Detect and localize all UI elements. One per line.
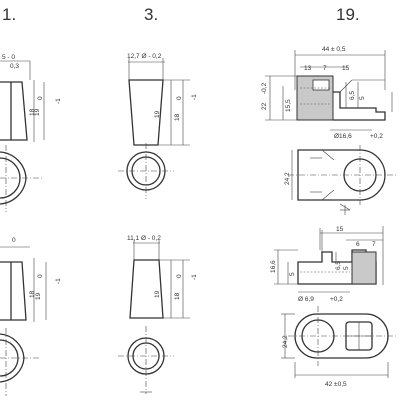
fig3-bottom-tol-lower: -1 [191, 274, 198, 280]
figure-number-1: 1. [2, 5, 16, 24]
fig1-top-height-outer: 18 [29, 108, 36, 116]
fig19-lower-bore-tol: +0,2 [330, 296, 343, 303]
figure-19-separator-mark [340, 205, 350, 215]
fig19-upper-plan-height: 24,2 [284, 172, 291, 185]
fig19-lower-seg-c: 7 [372, 241, 376, 248]
fig19-lower-bore: Ø 6,9 [298, 296, 314, 303]
fig19-upper-bore: Ø16,6 [334, 133, 352, 140]
figure-3-bottom-side-view: 11,1 Ø - 0,2 19 18 0 -1 [127, 235, 198, 319]
fig19-lower-small-a: 6,5 [335, 261, 342, 270]
fig19-lower-seg-a: 15 [336, 226, 344, 233]
fig19-upper-seg-c: 15 [342, 65, 350, 72]
fig19-upper-seg-a: 13 [304, 65, 312, 72]
fig19-upper-small-b: 5 [359, 96, 366, 100]
figure-1-bottom-side-view: 0 19 18 0 -1 [0, 237, 62, 322]
fig3-bottom-height-outer: 18 [174, 292, 181, 300]
fig19-lower-height-inner: 5 [289, 272, 296, 276]
fig19-upper-small-a: 6,5 [349, 91, 356, 100]
fig19-upper-bore-tol: +0,2 [370, 133, 383, 140]
fig3-top-dim: 12,7 Ø - 0,2 [127, 53, 162, 60]
fig1-bottom-height-inner: 19 [35, 292, 42, 300]
figure-3-top-plan-view [118, 143, 174, 199]
fig19-upper-seg-b: 7 [323, 65, 327, 72]
fig1-top-tol-lower: -1 [55, 98, 62, 104]
fig19-lower-small-b: 5 [343, 266, 350, 270]
fig3-top-height-inner: 19 [154, 110, 161, 118]
figure-1-bottom-plan-view [0, 328, 40, 396]
fig3-bottom-top-dim: 11,1 Ø - 0,2 [127, 235, 161, 242]
figure-19-upper-side-view: 44 ± 0,5 13 7 15 22 -0,2 15,5 6,5 5 Ø16,… [261, 46, 393, 140]
fig1-bottom-tol-lower: -1 [55, 278, 62, 284]
figure-1-top-plan-view [0, 145, 44, 212]
fig1-top-dim: 5 - 0 [2, 54, 15, 61]
fig1-top-tol-upper: 0 [37, 96, 44, 100]
figure-number-3: 3. [144, 5, 158, 24]
fig1-bottom-height-outer: 18 [29, 290, 36, 298]
fig1-top-dim-tol: 0,3 [10, 63, 19, 70]
figure-19-upper-plan-view: 24,2 [284, 145, 396, 211]
figure-3-bottom-plan-view [118, 326, 174, 394]
fig19-upper-height-inner: 15,5 [285, 99, 292, 112]
fig19-lower-seg-b: 6 [356, 241, 360, 248]
fig19-lower-height-outer: 16,6 [270, 260, 277, 273]
fig3-top-tol-upper: 0 [176, 96, 183, 100]
fig19-upper-height-outer: 22 [261, 102, 268, 110]
figure-number-19: 19. [336, 5, 360, 24]
figure-19-lower-plan-view: 24,2 42 ±0,5 [281, 306, 396, 388]
fig1-bottom-top-dim: 0 [12, 237, 16, 244]
figure-1-top-side-view: 5 - 0 0,3 19 18 0 -1 [0, 54, 62, 142]
fig1-top-height-inner: 19 [34, 108, 41, 116]
fig1-bottom-tol-upper: 0 [37, 274, 44, 278]
fig19-upper-width: 44 ± 0,5 [322, 46, 346, 53]
fig3-top-height-outer: 18 [174, 113, 181, 121]
fig19-upper-height-tol: -0,2 [261, 82, 268, 94]
figure-19-lower-side-view: 15 6 7 16,6 5 6,5 5 Ø 6,9 +0,2 [270, 226, 384, 303]
fig19-lower-plan-height: 24,2 [282, 335, 289, 348]
fig3-top-tol-lower: -1 [191, 94, 198, 100]
fig19-lower-plan-width: 42 ±0,5 [325, 381, 347, 388]
figure-3-top-side-view: 12,7 Ø - 0,2 19 18 0 -1 [127, 53, 198, 146]
fig3-bottom-height-inner: 19 [154, 290, 161, 298]
fig3-bottom-tol-upper: 0 [176, 274, 183, 278]
